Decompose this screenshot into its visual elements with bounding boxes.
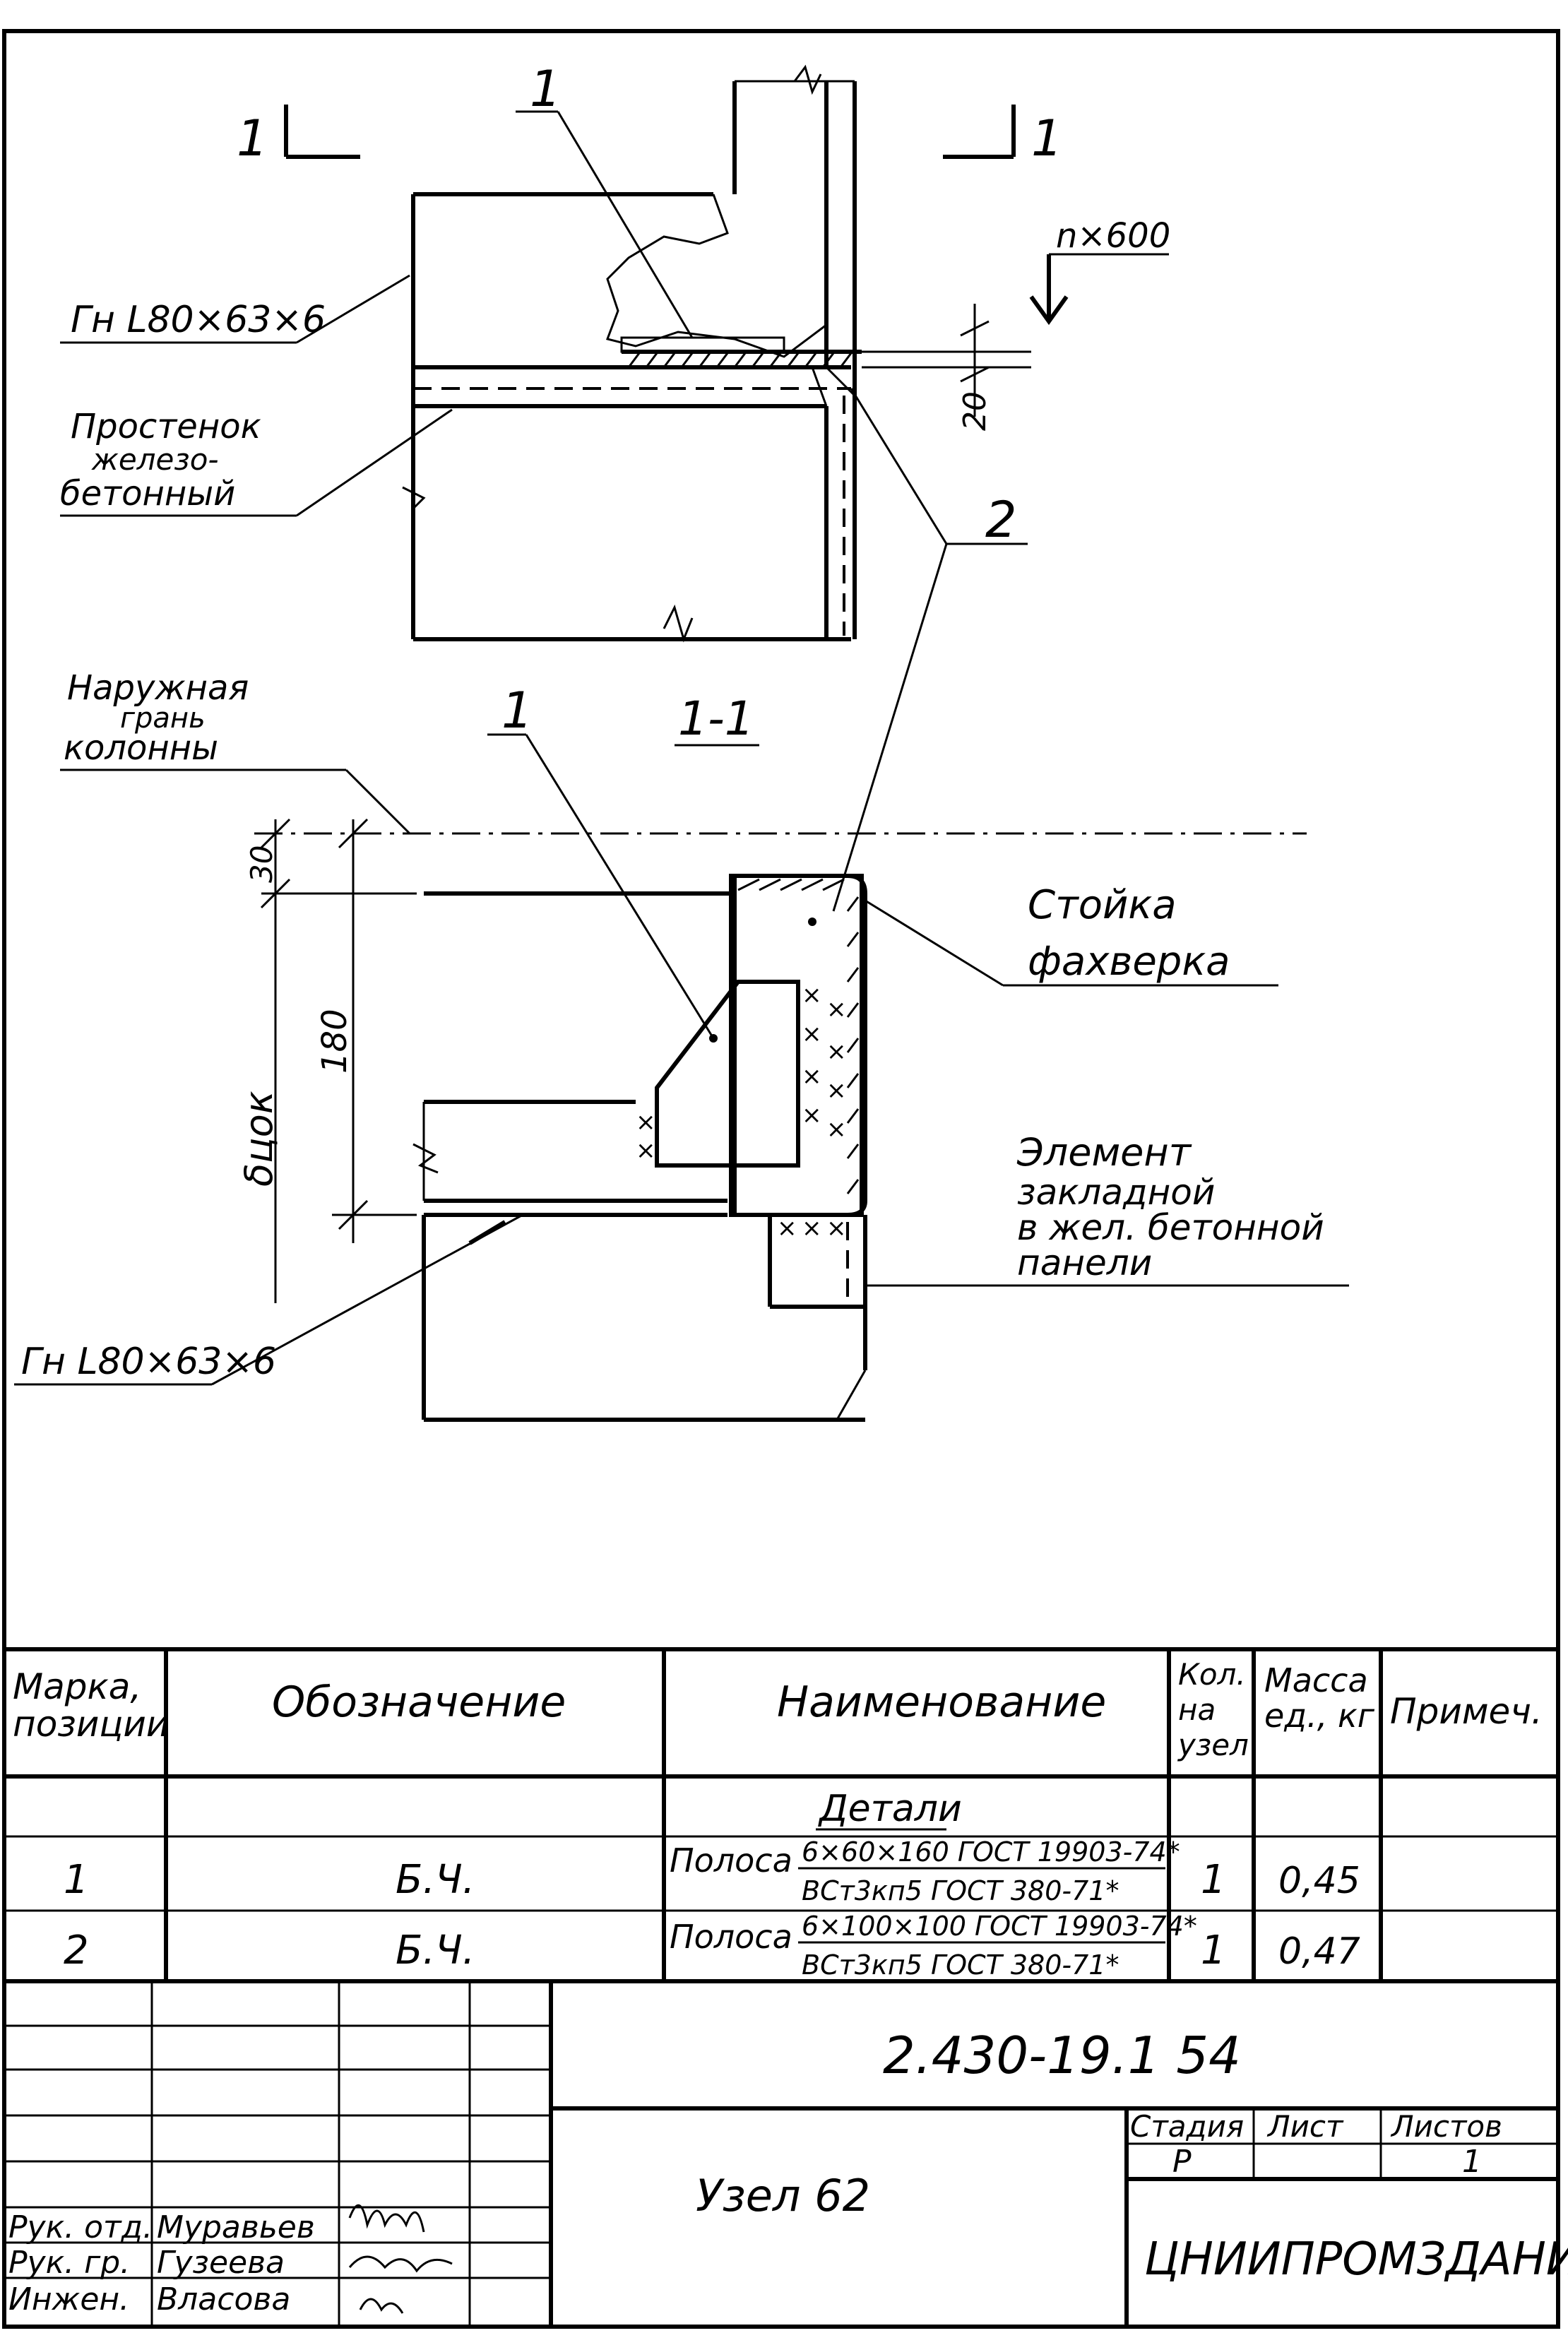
group-label: Детали — [818, 1788, 962, 1830]
row2-mark: 2 — [64, 1928, 89, 1973]
svg-text:×: × — [826, 1214, 847, 1242]
hdr-mark-2: позиции — [13, 1704, 169, 1745]
row2-qty: 1 — [1201, 1928, 1226, 1973]
plate-1-section — [655, 980, 800, 1168]
dim-cok: δцок — [237, 1091, 281, 1187]
label-embed-3: в жел. бетонной — [1017, 1207, 1324, 1248]
hdr-mark-1: Марка, — [13, 1666, 141, 1707]
sheets-label: Листов — [1390, 2109, 1502, 2144]
doc-code: 2.430-19.1 54 — [883, 2026, 1241, 2085]
svg-text:×: × — [636, 1108, 656, 1136]
label-column-2: грань — [120, 702, 206, 735]
row2-spec-bottom: ВСт3кп5 ГОСТ 380-71* — [802, 1949, 1119, 1981]
label-post-2: фахверка — [1028, 939, 1230, 985]
label-pier-2: железо- — [91, 442, 219, 477]
section-view: 1-1 Наружная грань колонны 30 180 δцок — [14, 668, 1349, 1422]
sheet-label: Лист — [1266, 2109, 1344, 2144]
svg-text:×: × — [802, 1101, 822, 1129]
weld-marks: ×× ×× ×× ×× ×× ×× × — [636, 981, 847, 1242]
label-pier-1: Простенок — [71, 407, 261, 446]
plate-2-hatching — [627, 352, 853, 368]
sign-name-3: Власова — [157, 2281, 290, 2317]
section-mark-right: 1 — [1031, 109, 1063, 167]
row1-spec-top: 6×60×160 ГОСТ 19903-74* — [802, 1836, 1180, 1868]
sign-role-2: Рук. гр. — [8, 2245, 130, 2281]
signature-2 — [348, 2255, 453, 2273]
hdr-name: Наименование — [777, 1678, 1106, 1727]
label-angle-top: Гн L80×63×6 — [71, 299, 326, 341]
hdr-note: Примеч. — [1390, 1691, 1543, 1732]
post-hatching — [737, 878, 860, 1194]
section-mark-left: 1 — [237, 109, 268, 167]
svg-text:×: × — [802, 1214, 822, 1242]
section-title: 1-1 — [678, 691, 754, 746]
org-name: ЦНИИПРОМЗДАНИЙ — [1144, 2232, 1568, 2286]
row1-mass: 0,45 — [1278, 1860, 1360, 1902]
row2-spec-top: 6×100×100 ГОСТ 19903-74* — [802, 1911, 1197, 1942]
stage-value: Р — [1172, 2144, 1192, 2180]
svg-text:×: × — [802, 1020, 822, 1048]
svg-text:×: × — [826, 995, 847, 1023]
spec-table: Марка, позиции Обозначение Наименование … — [4, 1647, 1558, 1983]
svg-text:×: × — [802, 1062, 822, 1091]
sheet-frame — [2, 29, 1560, 2329]
label-post-1: Стойка — [1028, 882, 1177, 928]
dim-n600: n×600 — [1056, 216, 1170, 256]
leader-pos1-section — [525, 734, 715, 1039]
hdr-designation: Обозначение — [272, 1678, 566, 1727]
label-embed-2: закладной — [1017, 1172, 1215, 1213]
sign-role-3: Инжен. — [8, 2281, 129, 2317]
sign-name-2: Гузеева — [157, 2245, 285, 2281]
label-embed-1: Элемент — [1016, 1130, 1192, 1175]
svg-text:×: × — [636, 1136, 656, 1165]
sign-role-1: Рук. отд. — [8, 2209, 153, 2245]
hdr-mass-1: Масса — [1264, 1661, 1368, 1699]
pos1-top: 1 — [530, 60, 562, 118]
svg-text:×: × — [777, 1214, 797, 1242]
hdr-qty-2: на — [1178, 1692, 1216, 1727]
leader-pos1-top — [557, 111, 694, 338]
dim-180: 180 — [315, 1009, 355, 1074]
row2-mass: 0,47 — [1278, 1930, 1360, 1973]
cut-edge — [606, 194, 827, 358]
signature-3 — [359, 2298, 404, 2314]
row1-name: Полоса — [670, 1841, 792, 1880]
svg-text:×: × — [826, 1076, 847, 1105]
label-pier-3: бетонный — [60, 474, 235, 514]
label-column-3: колонны — [64, 728, 218, 768]
row1-designation: Б.Ч. — [396, 1857, 475, 1903]
dim-20: 20 — [957, 391, 993, 431]
title-block: 2.430-19.1 54 Узел 62 Стадия Лист Листов… — [4, 1981, 1568, 2327]
leader-pos2 — [850, 388, 948, 545]
drawing-title: Узел 62 — [696, 2170, 870, 2221]
hdr-qty-3: узел — [1177, 1728, 1249, 1762]
stage-label: Стадия — [1130, 2109, 1244, 2144]
signature-1 — [348, 2204, 425, 2233]
sheets-value: 1 — [1462, 2144, 1482, 2180]
label-angle-bottom: Гн L80×63×6 — [21, 1341, 276, 1383]
plan-view: 1 1 — [60, 60, 1170, 912]
row1-qty: 1 — [1201, 1857, 1226, 1903]
label-embed-4: панели — [1017, 1242, 1152, 1283]
sign-name-1: Муравьев — [157, 2209, 315, 2245]
label-column-1: Наружная — [67, 668, 249, 708]
svg-text:×: × — [826, 1038, 847, 1066]
hdr-qty-1: Кол. — [1178, 1657, 1246, 1692]
pos2-label: 2 — [985, 491, 1017, 549]
svg-text:×: × — [826, 1115, 847, 1144]
row2-name: Полоса — [670, 1918, 792, 1956]
row1-mark: 1 — [64, 1857, 89, 1903]
row1-spec-bottom: ВСт3кп5 ГОСТ 380-71* — [802, 1875, 1119, 1906]
svg-text:×: × — [802, 981, 822, 1009]
dim-30: 30 — [244, 845, 279, 883]
hdr-mass-2: ед., кг — [1264, 1697, 1375, 1735]
row2-designation: Б.Ч. — [396, 1928, 475, 1973]
pos1-section: 1 — [501, 682, 533, 740]
